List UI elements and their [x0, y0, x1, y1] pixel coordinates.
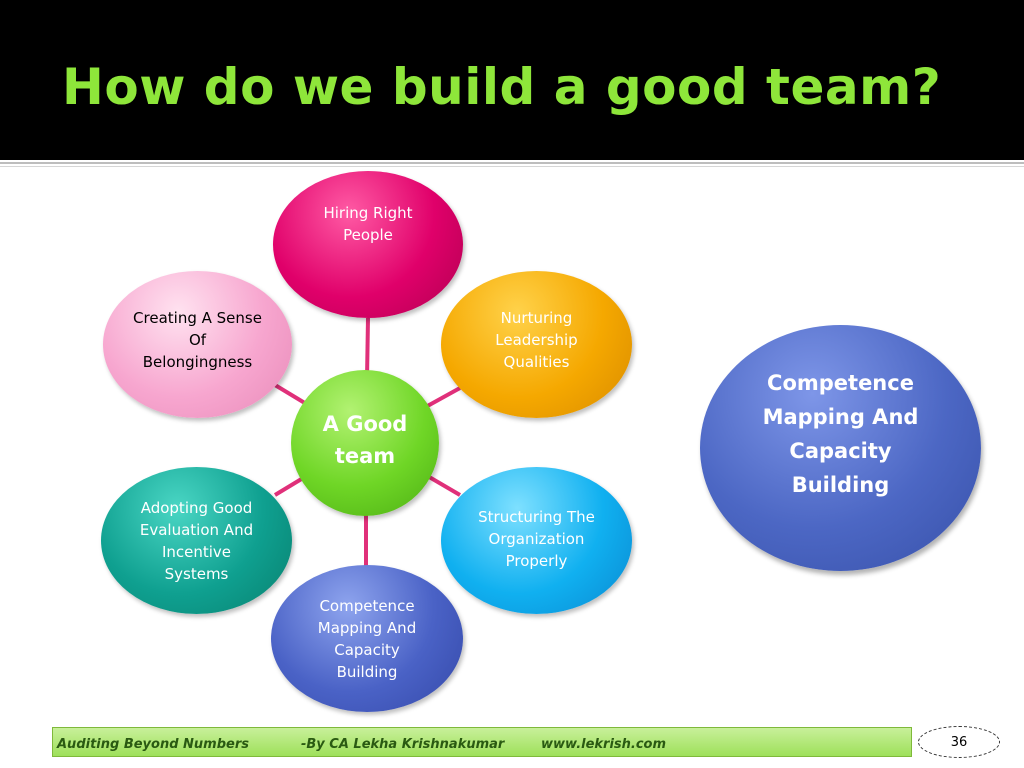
- title-bar: How do we build a good team?: [0, 0, 1024, 160]
- node-label: Nurturing Leadership Qualities: [495, 308, 578, 371]
- page-number: 36: [918, 726, 1000, 758]
- divider-line-thin: [0, 166, 1024, 167]
- node-center-good-team: A Good team: [291, 370, 439, 516]
- node-nurturing-leadership: Nurturing Leadership Qualities: [441, 271, 632, 418]
- node-structuring-organization: Structuring The Organization Properly: [441, 467, 632, 614]
- footer-course: Auditing Beyond Numbers: [57, 737, 250, 752]
- node-label: Competence Mapping And Capacity Building: [317, 596, 417, 681]
- node-label: Creating A Sense Of Belongingness: [133, 308, 262, 371]
- node-label: Hiring Right People: [323, 203, 413, 244]
- node-hiring-right-people: Hiring Right People: [273, 171, 463, 318]
- node-label: Adopting Good Evaluation And Incentive S…: [139, 498, 254, 583]
- footer-author: -By CA Lekha Krishnakumar: [301, 737, 505, 752]
- divider-line: [0, 162, 1024, 164]
- page-number-label: 36: [950, 734, 968, 750]
- node-competence-mapping: Competence Mapping And Capacity Building: [271, 565, 463, 712]
- node-adopting-evaluation: Adopting Good Evaluation And Incentive S…: [101, 467, 292, 614]
- callout-label: Competence Mapping And Capacity Building: [762, 371, 919, 497]
- center-label: A Good team: [322, 412, 408, 468]
- slide-title: How do we build a good team?: [62, 58, 942, 116]
- node-label: Structuring The Organization Properly: [478, 507, 595, 570]
- callout-competence-mapping: Competence Mapping And Capacity Building: [700, 325, 981, 571]
- node-creating-belongingness: Creating A Sense Of Belongingness: [103, 271, 292, 418]
- footer-website: www.lekrish.com: [541, 737, 667, 752]
- footer-bar: Auditing Beyond Numbers -By CA Lekha Kri…: [52, 727, 912, 757]
